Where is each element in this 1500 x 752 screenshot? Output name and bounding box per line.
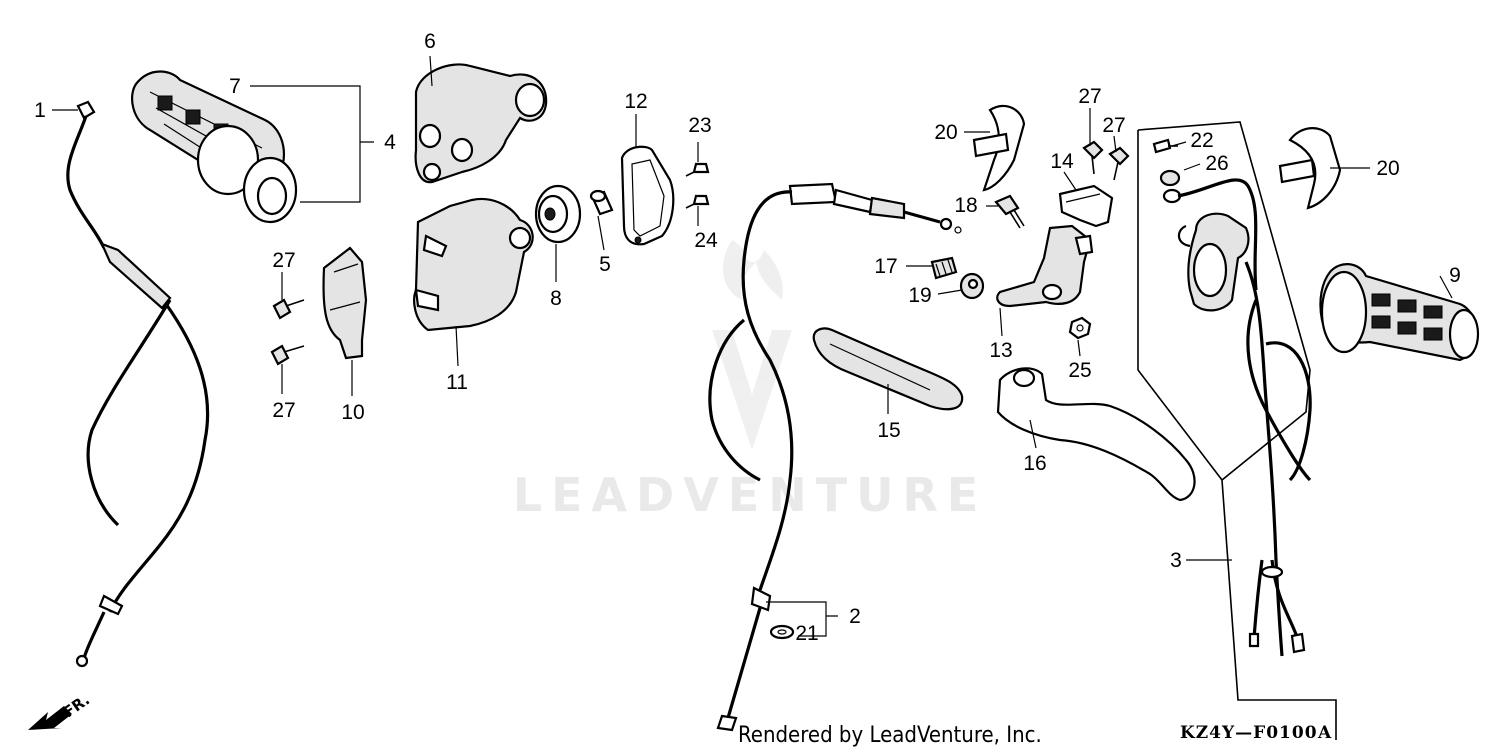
callout-17: 17	[874, 255, 897, 278]
callout-12: 12	[624, 90, 647, 113]
cable-adjuster	[930, 256, 958, 280]
cable-band-right	[1278, 127, 1342, 210]
callout-27-b: 27	[272, 399, 295, 422]
callout-24: 24	[694, 229, 718, 252]
washer	[769, 624, 795, 640]
callout-27-d: 27	[1102, 114, 1125, 137]
callout-27-a: 27	[272, 249, 295, 272]
callout-2: 2	[849, 605, 861, 628]
lever-bracket	[996, 224, 1094, 308]
callout-13: 13	[989, 339, 1012, 362]
arrow-front-icon	[28, 706, 72, 730]
callout-19: 19	[908, 284, 931, 307]
callout-10: 10	[341, 401, 364, 424]
throttle-housing-lower	[413, 197, 534, 332]
credit-text: Rendered by LeadVenture, Inc.	[738, 723, 1042, 748]
bolts-27-left	[270, 298, 305, 366]
callouts: 1 7 4 6 12 23 24 5 8 11 10 27 27 20 27 2…	[34, 30, 1461, 645]
throttle-housing-upper	[414, 63, 548, 184]
callout-7: 7	[229, 75, 241, 98]
callout-23: 23	[688, 114, 711, 137]
callout-21: 21	[795, 622, 818, 645]
callout-18: 18	[954, 194, 977, 217]
watermark: LEADVENTURE	[513, 240, 988, 522]
callout-27-c: 27	[1078, 85, 1101, 108]
callout-9: 9	[1449, 264, 1461, 287]
lever-cover	[812, 327, 964, 411]
callout-3: 3	[1170, 549, 1182, 572]
callout-25: 25	[1068, 359, 1091, 382]
front-direction-indicator: FR.	[28, 691, 93, 730]
callout-5: 5	[599, 253, 611, 276]
bracket-holder	[1058, 184, 1114, 228]
bolts-27-right	[1082, 140, 1130, 181]
callout-14: 14	[1050, 150, 1074, 173]
left-grip	[1319, 263, 1480, 362]
diagram-code-suffix: A	[1317, 723, 1332, 743]
adjuster-bolt	[994, 194, 1025, 229]
throttle-grip	[131, 70, 298, 224]
nut	[1068, 316, 1092, 340]
callout-6: 6	[424, 30, 436, 53]
callout-15: 15	[877, 419, 900, 442]
screws-23-24	[685, 162, 710, 209]
callout-16: 16	[1023, 452, 1046, 475]
callout-22: 22	[1190, 129, 1213, 152]
collar	[589, 189, 614, 216]
callout-20-right: 20	[1376, 157, 1399, 180]
handlebar-clamp	[322, 246, 368, 360]
leader-lines	[52, 55, 1453, 637]
clutch-lever	[996, 367, 1196, 502]
cable-band-left	[972, 104, 1026, 192]
pulley	[534, 184, 582, 244]
lock-nut	[959, 272, 985, 300]
callout-26: 26	[1205, 152, 1228, 175]
stop-switch	[1137, 121, 1337, 740]
callout-20-left: 20	[934, 121, 957, 144]
throttle-cover	[620, 145, 675, 246]
callout-11: 11	[446, 371, 468, 394]
watermark-text: LEADVENTURE	[513, 468, 988, 522]
callout-4: 4	[384, 131, 396, 154]
callout-1: 1	[34, 99, 46, 122]
diagram-code: KZ4Y—F0100	[1180, 723, 1318, 743]
watermark-logo	[712, 240, 792, 450]
callout-8: 8	[550, 287, 562, 310]
throttle-cable	[66, 100, 210, 668]
clutch-cable	[708, 182, 962, 732]
